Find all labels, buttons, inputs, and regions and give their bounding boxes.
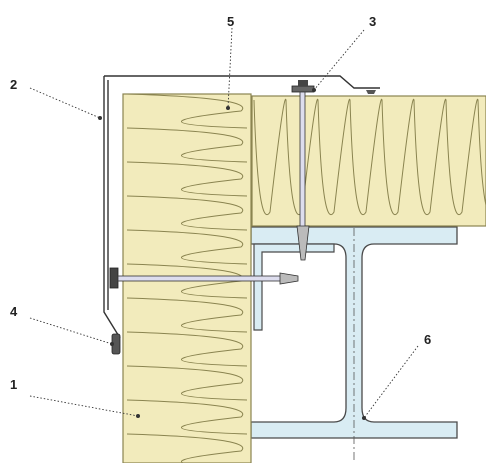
- callout-2: 2: [10, 77, 18, 92]
- wall-fastener: [109, 267, 299, 289]
- leader-lines: [29, 27, 419, 419]
- wall-insulation-fibres: [126, 93, 248, 463]
- angle-bracket: [253, 243, 335, 331]
- edge-flashing: [103, 75, 380, 339]
- steel-i-beam: [250, 212, 458, 460]
- roof-fastener: [291, 80, 376, 261]
- callout-4: 4: [10, 304, 18, 319]
- callout-1: 1: [10, 377, 18, 392]
- callout-3: 3: [369, 14, 377, 29]
- callout-5: 5: [227, 14, 235, 29]
- roof-insulation-panel: [251, 95, 486, 227]
- callout-6: 6: [424, 332, 432, 347]
